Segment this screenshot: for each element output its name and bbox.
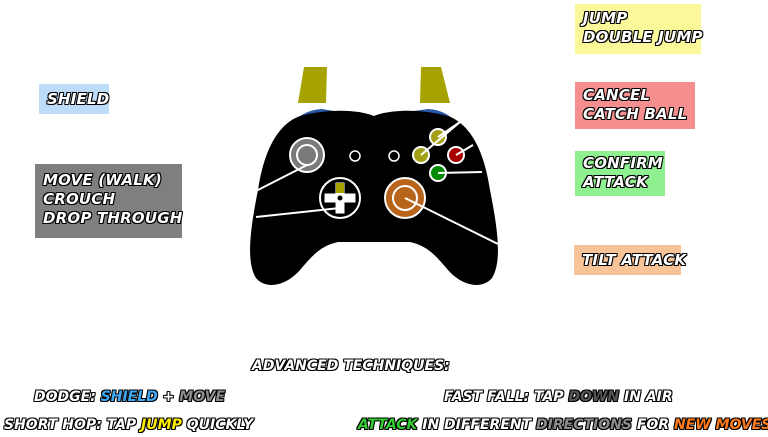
fast-fall-down: DOWN: [568, 389, 620, 405]
dodge-move: MOVE: [179, 389, 226, 405]
tilt-label-box: TILT ATTACK: [574, 245, 687, 275]
attack-mid: IN DIFFERENT: [417, 417, 537, 433]
cancel-label-box: CANCEL CATCH BALL: [575, 82, 695, 129]
right-trigger: [420, 67, 450, 103]
short-hop-suffix: QUICKLY: [181, 417, 254, 433]
jump-label-box: JUMP DOUBLE JUMP: [575, 4, 703, 54]
dodge-shield: SHIELD: [100, 389, 158, 405]
jump-label-line-1: JUMP: [583, 9, 628, 27]
leader-lines: [255, 121, 499, 245]
fast-fall-prefix: FAST FALL: TAP: [444, 389, 569, 405]
left-trigger: [298, 67, 327, 103]
attack-directions-line: ATTACK IN DIFFERENT DIRECTIONS FOR NEW M…: [358, 416, 768, 434]
dodge-plus: +: [157, 389, 180, 405]
cancel-label-line-1: CANCEL: [583, 86, 651, 104]
tilt-label: TILT ATTACK: [582, 251, 687, 269]
jump-label-line-2: DOUBLE JUMP: [583, 28, 703, 46]
confirm-label-line-1: CONFIRM: [583, 154, 664, 172]
fast-fall-line: FAST FALL: TAP DOWN IN AIR: [444, 388, 673, 406]
move-label-line-3: DROP THROUGH: [43, 209, 183, 227]
view-button: [349, 150, 361, 162]
attack-new-moves: NEW MOVES: [673, 417, 768, 433]
shield-label-box: SHIELD: [39, 84, 109, 114]
move-label-line-2: CROUCH: [43, 190, 116, 208]
shield-label: SHIELD: [47, 90, 110, 108]
move-label-line-1: MOVE (WALK): [43, 171, 162, 189]
dpad-up-highlight: [336, 183, 344, 193]
dpad-center: [337, 195, 343, 201]
menu-button: [388, 150, 400, 162]
dodge-line: DODGE: SHIELD + MOVE: [34, 388, 225, 406]
attack-for: FOR: [631, 417, 674, 433]
short-hop-prefix: SHORT HOP: TAP: [4, 417, 142, 433]
move-label-box: MOVE (WALK) CROUCH DROP THROUGH: [35, 164, 182, 238]
dodge-prefix: DODGE:: [34, 389, 101, 405]
confirm-label-box: CONFIRM ATTACK: [575, 151, 665, 196]
fast-fall-suffix: IN AIR: [619, 389, 673, 405]
attack-word: ATTACK: [358, 417, 418, 433]
controller-body: [250, 110, 498, 285]
short-hop-jump: JUMP: [141, 417, 182, 433]
cancel-label-line-2: CATCH BALL: [583, 105, 688, 123]
advanced-title: ADVANCED TECHNIQUES:: [252, 358, 450, 374]
right-stick-cap: [392, 185, 418, 211]
confirm-label-line-2: ATTACK: [583, 173, 648, 191]
dpad-ring: [319, 177, 361, 219]
attack-directions: DIRECTIONS: [536, 417, 632, 433]
short-hop-line: SHORT HOP: TAP JUMP QUICKLY: [4, 416, 253, 434]
left-stick: [289, 137, 325, 173]
